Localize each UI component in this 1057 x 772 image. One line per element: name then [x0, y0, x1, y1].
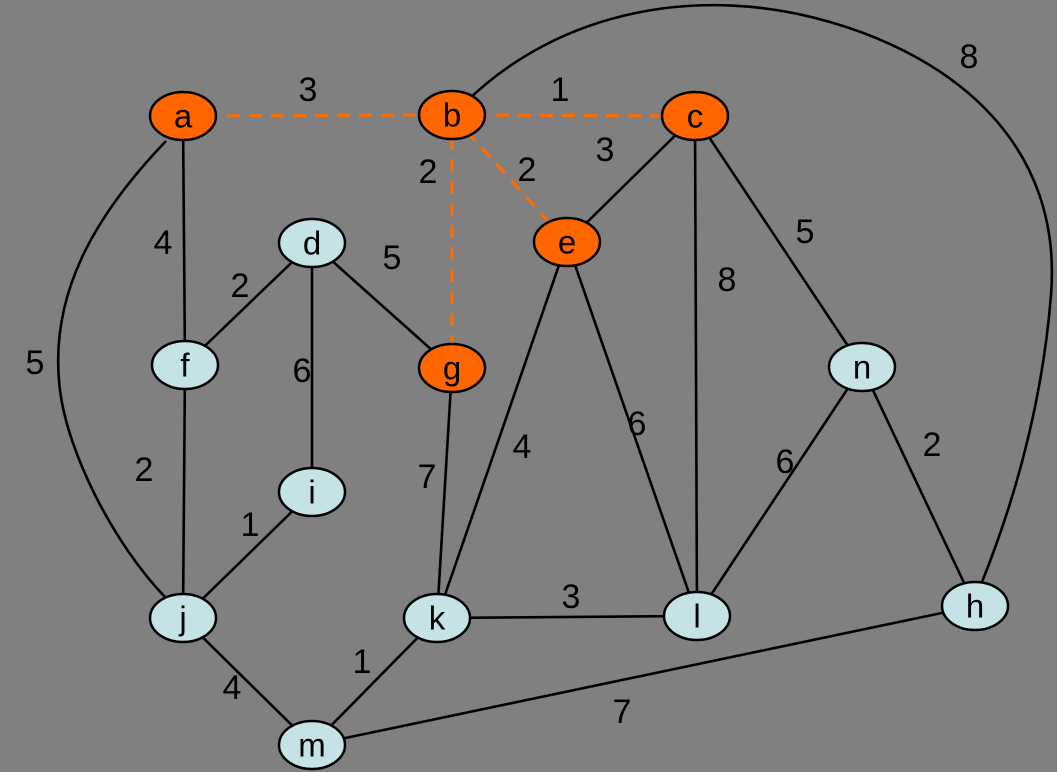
node-b[interactable]	[417, 89, 487, 141]
edge-a-b	[182, 113, 453, 118]
edge-b-h	[465, 3, 1054, 583]
edge-weight-n-h: 2	[923, 426, 942, 464]
node-l[interactable]	[662, 590, 732, 642]
edge-n-h	[860, 366, 977, 607]
node-e[interactable]	[532, 216, 602, 268]
edge-weight-k-m: 1	[353, 643, 372, 681]
node-label-i: i	[308, 474, 315, 511]
edge-m-h	[311, 604, 976, 747]
node-i[interactable]	[277, 466, 347, 518]
node-label-c: c	[687, 98, 704, 135]
edge-c-e	[566, 115, 696, 243]
node-j[interactable]	[148, 592, 218, 644]
node-label-n: n	[853, 349, 871, 386]
node-label-h: h	[966, 588, 984, 625]
edge-k-l	[436, 614, 698, 620]
edge-d-g	[311, 242, 453, 369]
node-label-k: k	[429, 600, 446, 637]
node-label-g: g	[443, 350, 461, 387]
edge-weight-b-c: 1	[551, 71, 570, 109]
edge-j-m	[182, 617, 313, 746]
edge-weight-l-n: 6	[776, 443, 795, 481]
edge-weight-b-h: 8	[960, 38, 979, 76]
node-label-j: j	[178, 600, 186, 637]
edge-weight-b-e: 2	[518, 151, 537, 189]
edge-b-c	[451, 113, 696, 118]
edge-weight-i-j: 1	[241, 506, 260, 544]
edge-weight-c-l: 8	[718, 261, 737, 299]
node-label-b: b	[443, 97, 461, 134]
node-label-f: f	[180, 347, 190, 384]
edge-l-n	[695, 366, 864, 617]
edge-weight-a-b: 3	[299, 71, 318, 109]
node-label-a: a	[174, 98, 193, 135]
node-f[interactable]	[150, 339, 220, 391]
node-k[interactable]	[402, 592, 472, 644]
node-g[interactable]	[417, 342, 487, 394]
node-d[interactable]	[277, 217, 347, 269]
edge-e-k	[435, 241, 569, 619]
edge-weight-d-i: 6	[293, 352, 312, 390]
edge-d-f	[184, 242, 313, 366]
edge-weight-g-k: 7	[418, 458, 437, 496]
node-n[interactable]	[827, 341, 897, 393]
edge-b-e	[450, 113, 569, 244]
edge-weight-c-e: 3	[596, 131, 615, 169]
node-m[interactable]	[277, 719, 347, 771]
edge-a-f	[181, 115, 187, 366]
edge-weight-e-k: 4	[513, 428, 532, 466]
edge-k-m	[311, 617, 438, 746]
node-c[interactable]	[660, 90, 730, 142]
edge-f-j	[181, 364, 187, 619]
edge-weight-b-g: 2	[419, 153, 438, 191]
edge-weight-f-j: 2	[135, 451, 154, 489]
node-label-d: d	[303, 225, 321, 262]
edge-weight-d-f: 2	[231, 267, 250, 305]
edge-weight-e-l: 6	[628, 405, 647, 443]
edge-weight-d-g: 5	[383, 239, 402, 277]
node-h[interactable]	[940, 580, 1010, 632]
edge-weight-m-h: 7	[613, 693, 632, 731]
edge-weight-a-f: 4	[154, 224, 173, 262]
edge-weight-c-n: 5	[796, 213, 815, 251]
edge-i-j	[182, 491, 313, 619]
node-label-e: e	[558, 224, 576, 261]
edge-c-l	[693, 115, 699, 617]
edge-e-l	[565, 241, 699, 617]
edge-c-n	[693, 115, 864, 368]
edge-weight-j-m: 4	[223, 669, 242, 707]
node-label-m: m	[298, 727, 326, 764]
edge-weight-a-j: 5	[26, 344, 45, 382]
edge-g-k	[435, 367, 454, 619]
node-a[interactable]	[148, 90, 218, 142]
edge-weight-k-l: 3	[562, 578, 581, 616]
edge-a-j	[56, 140, 167, 598]
node-label-l: l	[693, 598, 700, 635]
